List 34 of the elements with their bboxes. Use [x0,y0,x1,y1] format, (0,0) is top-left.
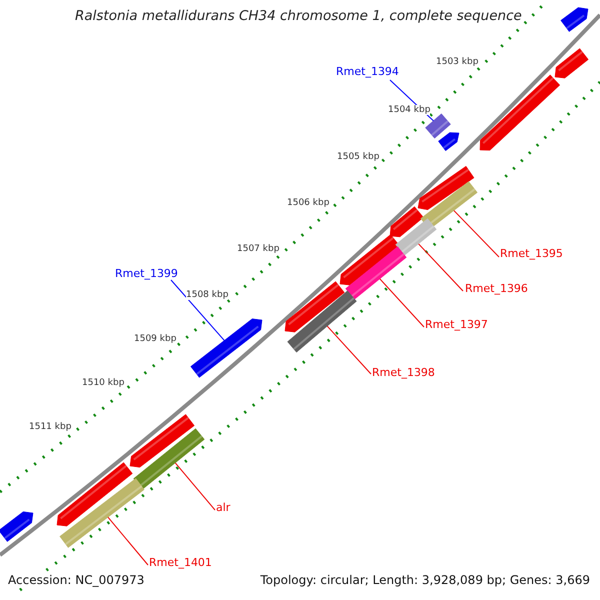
gene-label: Rmet_1394 [336,66,399,79]
tick-label: 1504 kbp [388,105,430,116]
gene-label: Rmet_1399 [115,268,178,281]
tick-label: 1509 kbp [134,334,176,344]
gene-label: Rmet_1401 [149,557,212,570]
accession-text: Accession: NC_007973 [8,574,144,588]
gene-feature [60,478,144,548]
gene-feature [345,246,407,300]
gene-feature [133,428,205,490]
tick-label: 1503 kbp [436,57,478,68]
tick-label: 1505 kbp [337,152,380,162]
leader-line [379,278,424,328]
gene-label: Rmet_1398 [372,367,435,380]
gene-feature [190,318,262,378]
leader-line [326,326,372,374]
leader-line [174,462,216,510]
leader-line [170,280,225,341]
leader-line [418,243,464,292]
gene-feature [395,218,437,256]
genome-summary: Topology: circular; Length: 3,928,089 bp; Genes: 3,669 [260,574,590,588]
gene-label: Rmet_1397 [425,319,488,332]
tick-label: 1507 kbp [237,244,280,254]
gene-label: alr [216,502,230,515]
tick-label: 1508 kbp [186,290,228,300]
tick-label: 1510 kbp [82,378,124,388]
tick-label: 1506 kbp [287,198,330,208]
gene-label: Rmet_1395 [500,248,563,261]
title: Ralstonia metallidurans CH34 chromosome 1, complete sequence [75,9,522,25]
leader-line [453,210,500,258]
leader-line [107,516,148,566]
tick-label: 1511 kbp [29,422,72,432]
gene-label: Rmet_1396 [465,283,528,296]
gene-box [425,113,451,139]
gene-feature [287,290,357,353]
